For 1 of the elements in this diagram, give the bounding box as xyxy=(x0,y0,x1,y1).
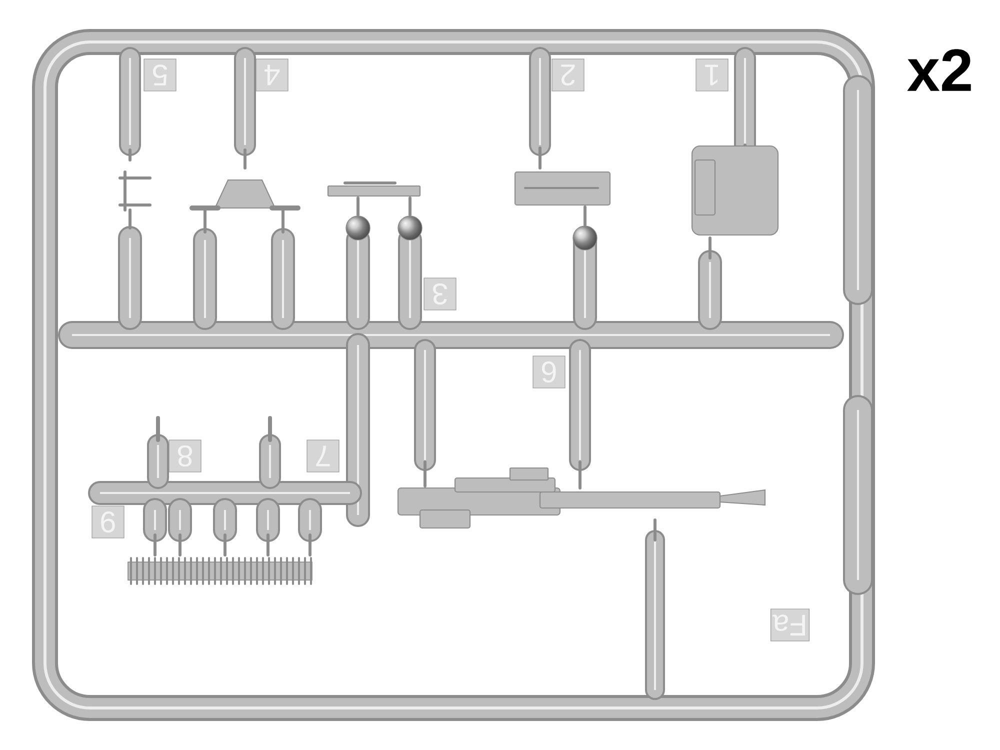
quantity-label: x2 xyxy=(907,49,971,91)
